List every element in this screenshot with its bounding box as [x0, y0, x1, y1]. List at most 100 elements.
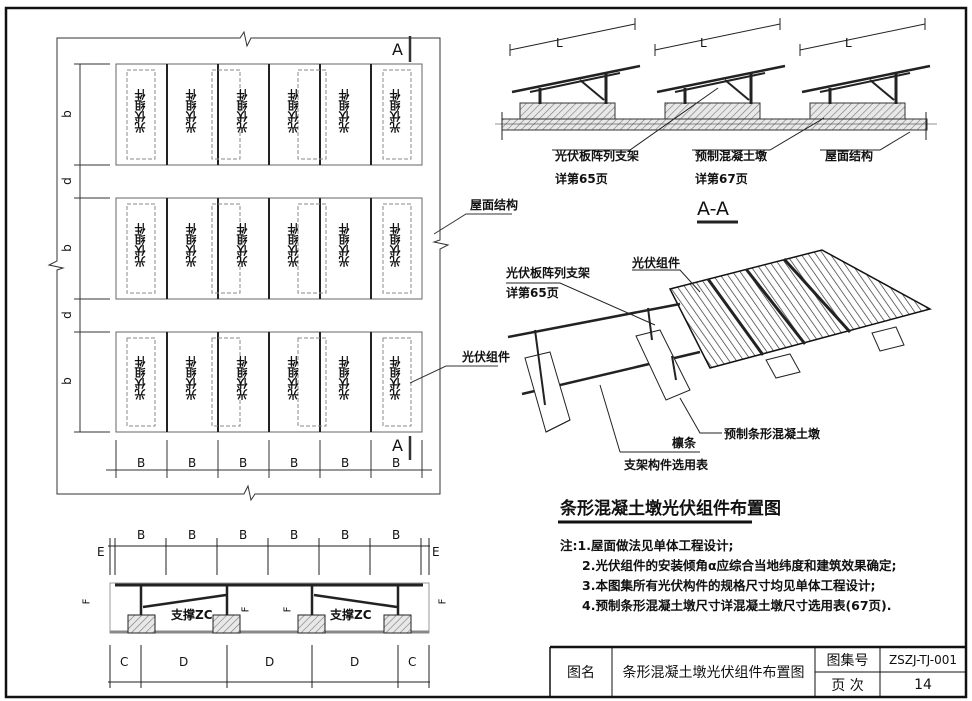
iso-pier-label: 预制条形混凝土墩 — [724, 427, 821, 441]
support-outline — [126, 337, 156, 427]
note-1: 1.屋面做法见单体工程设计; — [577, 538, 734, 553]
support-outline — [211, 203, 241, 294]
panel-label: 光伏组件 — [287, 88, 300, 133]
concrete-pier — [664, 102, 761, 120]
panel-label: 光伏组件 — [389, 222, 402, 267]
elev-dim-B: B — [137, 528, 146, 542]
elev-dim-B: B — [290, 528, 299, 542]
dim-l-1: L — [556, 36, 563, 50]
brace-label-left: 支撑ZC — [171, 608, 213, 622]
elev-dim-D: D — [350, 655, 360, 669]
elevation-view — [108, 538, 430, 688]
section-title: A-A — [697, 198, 730, 220]
panel-label: 光伏组件 — [185, 222, 198, 267]
roof-structure-label: 屋面结构 — [470, 198, 519, 212]
section-mark-top: A — [392, 40, 403, 59]
panel-label: 光伏组件 — [236, 222, 249, 267]
support-outline — [297, 203, 327, 294]
elev-dim-E-left: E — [97, 545, 105, 559]
dim-b: b — [59, 377, 74, 385]
support-outline — [297, 69, 327, 160]
aa-bracket-label: 光伏板阵列支架 — [555, 149, 640, 163]
elev-dim-B: B — [188, 528, 197, 542]
aa-bracket-ref: 详第65页 — [555, 172, 608, 186]
panel-label: 光伏组件 — [287, 222, 300, 267]
title-block-grid — [549, 645, 966, 697]
panel-label: 光伏组件 — [134, 222, 147, 267]
elev-dim-E-right: E — [432, 545, 440, 559]
panel-label: 光伏组件 — [236, 88, 249, 133]
elev-dim-C-left: C — [120, 655, 129, 669]
dim-l-3: L — [845, 36, 852, 50]
elev-dim-F-mid1: F — [240, 606, 252, 613]
pv-panel — [511, 64, 641, 94]
title-block-page-value: 14 — [914, 676, 932, 693]
iso-purlin-ref: 支架构件选用表 — [624, 458, 709, 472]
title-block-name-label: 图名 — [567, 665, 595, 681]
brace-label-right: 支撑ZC — [330, 608, 372, 622]
pv-panel — [801, 64, 931, 94]
iso-purlin-label: 檩条 — [672, 436, 697, 450]
drawing-title: 条形混凝土墩光伏组件布置图 — [560, 499, 781, 519]
support-outline — [211, 69, 241, 160]
support-outline — [126, 69, 156, 160]
section-mark-bottom: A — [392, 436, 403, 455]
dim-B: B — [290, 456, 299, 470]
pv-panel — [656, 64, 786, 94]
iso-bracket-ref: 详第65页 — [506, 286, 559, 300]
panel-label: 光伏组件 — [338, 88, 351, 133]
dim-b: b — [59, 109, 74, 118]
support-outline — [382, 69, 412, 160]
elev-dim-B: B — [392, 528, 401, 542]
notes: 注:1.屋面做法见单体工程设计; 2.光伏组件的安装倾角α应综合当地纬度和建筑效… — [560, 536, 897, 616]
elev-dim-F-right: F — [437, 598, 449, 605]
title-block-name-value: 条形混凝土墩光伏组件布置图 — [622, 665, 805, 681]
support-outline — [126, 203, 156, 294]
title-block-atlas-value: ZSZJ-TJ-001 — [888, 652, 958, 667]
note-3: 3.本图集所有光伏构件的规格尺寸均见单体工程设计; — [582, 578, 876, 593]
title-block: 图名 条形混凝土墩光伏组件布置图 图集号 ZSZJ-TJ-001 页 次 14 — [550, 647, 966, 697]
iso-module-label: 光伏组件 — [632, 256, 681, 270]
elev-dim-B: B — [341, 528, 350, 542]
support-outline — [297, 337, 327, 427]
title-block-page-label: 页 次 — [831, 677, 864, 694]
support-outline — [211, 337, 241, 427]
concrete-pier — [809, 102, 906, 120]
dim-B: B — [341, 456, 350, 470]
plan-view — [47, 30, 512, 502]
aa-pier-label: 预制混凝土墩 — [695, 149, 768, 163]
panel-label: 光伏组件 — [389, 356, 402, 400]
note-2: 2.光伏组件的安装倾角α应综合当地纬度和建筑效果确定; — [582, 558, 897, 573]
support-outline — [382, 203, 412, 294]
dim-B: B — [392, 456, 401, 470]
note-4: 4.预制条形混凝土墩尺寸详混凝土墩尺寸选用表(67页). — [582, 598, 892, 613]
iso-bracket-label: 光伏板阵列支架 — [506, 266, 591, 280]
panel-label: 光伏组件 — [185, 356, 198, 400]
panel-label: 光伏组件 — [185, 88, 198, 133]
panel-label: 光伏组件 — [134, 88, 147, 133]
notes-prefix: 注: — [560, 538, 578, 553]
dim-l-2: L — [700, 36, 707, 50]
aa-roof-label: 屋面结构 — [825, 149, 874, 163]
dim-B: B — [188, 456, 197, 470]
aa-pier-ref: 详第67页 — [695, 172, 748, 186]
module-label: 光伏组件 — [462, 350, 511, 364]
panel-label: 光伏组件 — [236, 356, 249, 400]
panel-label: 光伏组件 — [338, 356, 351, 400]
title-block-atlas-label: 图集号 — [826, 652, 869, 669]
panel-label: 光伏组件 — [389, 88, 402, 133]
dim-B: B — [239, 456, 248, 470]
elev-dim-D: D — [179, 655, 189, 669]
elev-dim-F-mid2: F — [282, 606, 294, 613]
dim-d: d — [59, 311, 74, 319]
concrete-pier — [519, 102, 616, 120]
sheet-frame — [4, 6, 968, 699]
panel-label: 光伏组件 — [287, 356, 300, 400]
panel-label: 光伏组件 — [338, 222, 351, 267]
dim-B: B — [137, 456, 146, 470]
panel-label: 光伏组件 — [134, 356, 147, 400]
elev-dim-C-right: C — [408, 655, 417, 669]
elev-dim-B: B — [239, 528, 248, 542]
dim-b: b — [59, 243, 74, 252]
